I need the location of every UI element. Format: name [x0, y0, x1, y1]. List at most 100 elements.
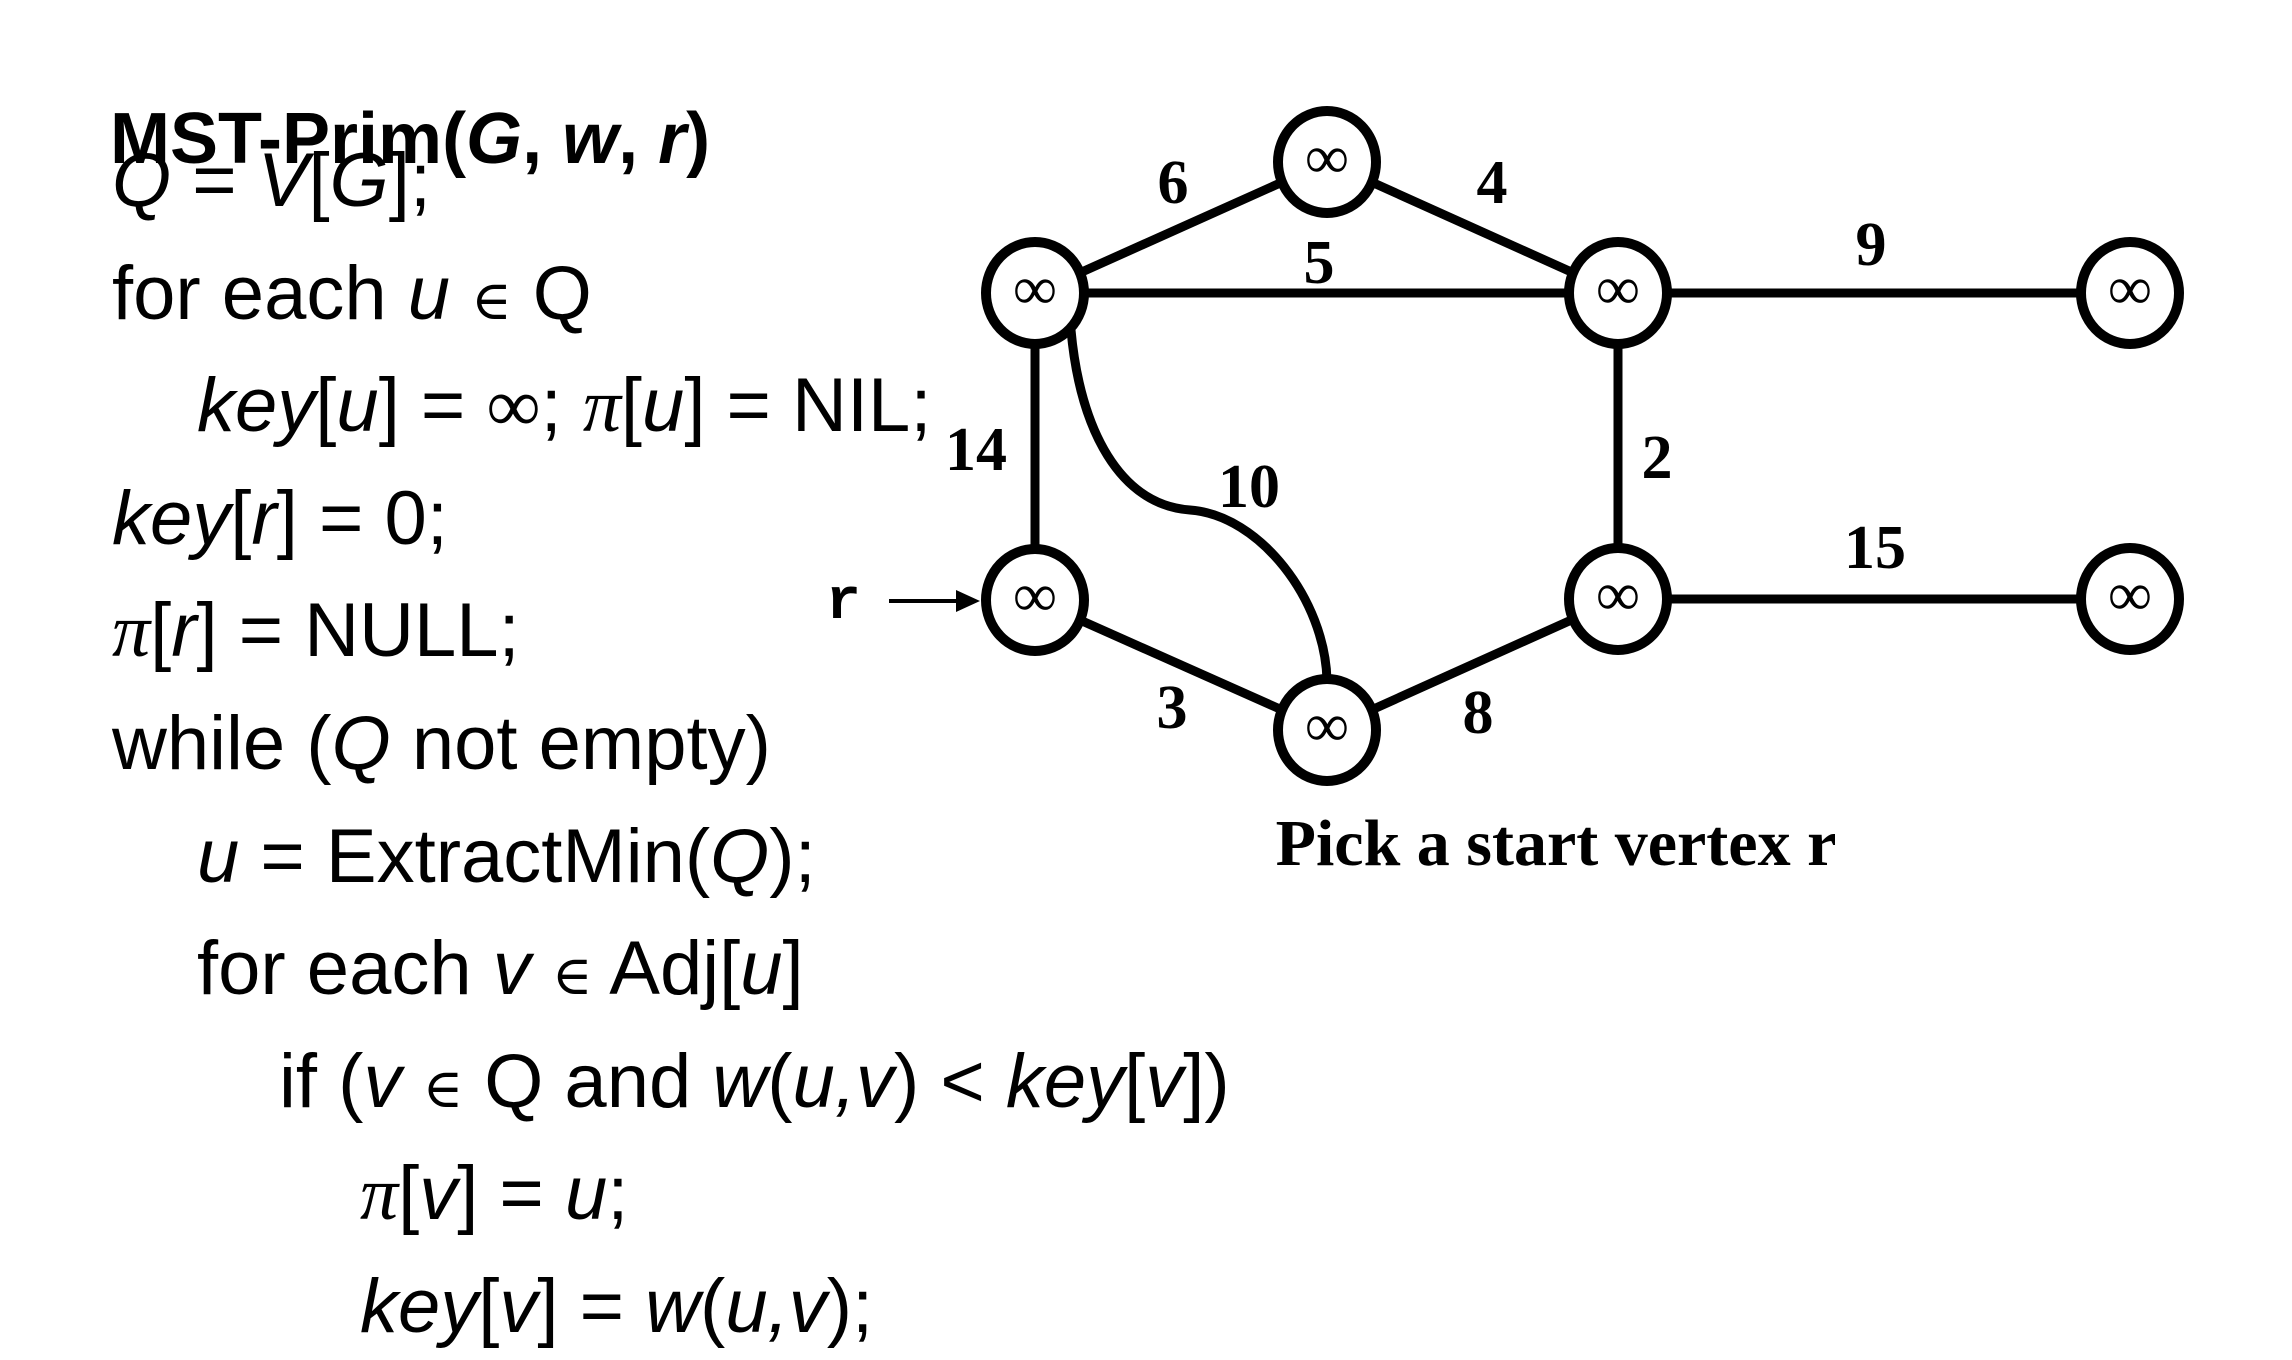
- vertex-circle: [2076, 543, 2184, 655]
- edges-layer: [1030, 157, 2130, 735]
- code-token: Q: [112, 138, 172, 223]
- vertex-lower-middle: ∞: [1564, 543, 1672, 655]
- vertex-key-label: ∞: [1305, 692, 1349, 760]
- start-vertex-label: r: [826, 571, 861, 636]
- code-token: );: [826, 1264, 874, 1349]
- edge-weight-label: 2: [1642, 424, 1673, 492]
- edge-weight-label: 10: [1218, 453, 1280, 521]
- edge-weight-label: 9: [1856, 211, 1887, 279]
- code-token: Q: [331, 701, 391, 786]
- code-token: v: [492, 926, 531, 1011]
- vertex-circle: [1564, 543, 1672, 655]
- vertex-circle: [2076, 237, 2184, 349]
- code-token: while (: [112, 701, 332, 786]
- pseudocode-line: key[v] = w(u,v);: [360, 1269, 873, 1345]
- pseudocode-line: key[u] = ∞; π[u] = NIL;: [197, 368, 931, 445]
- edge-weight-label: 5: [1304, 229, 1335, 297]
- code-token: u: [740, 926, 783, 1011]
- pseudocode-line: u = ExtractMin(Q);: [197, 819, 816, 895]
- vertex-key-label: ∞: [2108, 255, 2152, 323]
- code-token: key: [197, 363, 316, 448]
- code-token: ] =: [378, 363, 487, 448]
- infinity-symbol: ∞: [486, 364, 541, 448]
- code-token: Q: [710, 814, 770, 899]
- title-close-paren: ): [686, 99, 711, 179]
- code-token: r: [171, 588, 197, 673]
- vertex-top: ∞: [1273, 106, 1381, 218]
- code-token: u: [642, 363, 685, 448]
- vertex-circle: [1564, 237, 1672, 349]
- code-token: ;: [607, 1151, 629, 1236]
- code-token: v: [499, 1264, 538, 1349]
- code-token: =: [171, 138, 258, 223]
- element-of-symbol: ∈: [551, 943, 593, 1007]
- vertex-upper-middle: ∞: [1564, 237, 1672, 349]
- vertex-key-label: ∞: [1013, 562, 1057, 630]
- title-separator: ,: [522, 99, 563, 179]
- code-token: (: [700, 1264, 726, 1349]
- title-name: MST-Prim(: [110, 99, 467, 179]
- vertex-circle: [1273, 674, 1381, 786]
- edge-weight-label: 15: [1844, 514, 1906, 582]
- vertex-bottom: ∞: [1273, 674, 1381, 786]
- code-token: ] = NIL;: [684, 363, 932, 448]
- code-token: [: [620, 363, 643, 448]
- code-token: ]: [782, 926, 804, 1011]
- edge-weight-label: 8: [1463, 679, 1494, 747]
- code-token: u: [407, 251, 451, 336]
- title-param-w: w: [562, 99, 619, 179]
- code-token: ] =: [537, 1264, 646, 1349]
- code-token: v: [1145, 1039, 1184, 1124]
- pseudocode-line: if (v ∈ Q and w(u,v) < key[v]): [279, 1044, 1230, 1120]
- code-token: );: [769, 814, 816, 899]
- code-token: not empty): [390, 701, 771, 786]
- code-token: (: [767, 1039, 793, 1124]
- code-token: [: [230, 476, 252, 561]
- code-token: ] = 0;: [276, 476, 448, 561]
- pseudocode-panel: MST-Prim(G, w, r) Q = V[G];for each u ∈ …: [30, 31, 1230, 1345]
- code-token: [: [308, 138, 330, 223]
- code-token: key: [112, 476, 231, 561]
- code-token: = ExtractMin(: [239, 814, 711, 899]
- graph-caption: Pick a start vertex r: [1276, 807, 1837, 880]
- code-token: v: [363, 1039, 402, 1124]
- pseudocode-line: for each v ∈ Adj[u]: [197, 931, 804, 1007]
- code-token: V: [257, 138, 309, 223]
- code-token: [: [398, 1151, 420, 1236]
- pi-symbol: π: [112, 589, 151, 673]
- code-token: for each: [197, 926, 493, 1011]
- code-token: key: [1005, 1039, 1125, 1124]
- vertex-key-label: ∞: [2108, 561, 2152, 629]
- pseudocode-line: π[r] = NULL;: [112, 593, 520, 670]
- code-token: u: [197, 814, 240, 899]
- code-token: v: [419, 1151, 458, 1236]
- vertex-key-label: ∞: [1013, 255, 1057, 323]
- vertex-key-label: ∞: [1596, 561, 1640, 629]
- pseudocode-line: π[v] = u;: [360, 1156, 628, 1233]
- code-token: w: [645, 1264, 701, 1349]
- pseudocode-line: key[r] = 0;: [112, 481, 448, 557]
- code-token: [: [1124, 1039, 1146, 1124]
- vertex-upper-left: ∞: [981, 237, 1089, 349]
- code-token: ] = NULL;: [196, 588, 520, 673]
- code-token: ] =: [457, 1151, 565, 1236]
- vertex-lower-right: ∞: [2076, 543, 2184, 655]
- code-token: for each: [112, 251, 408, 336]
- pseudocode-line: while (Q not empty): [112, 706, 771, 782]
- code-token: r: [251, 476, 277, 561]
- code-token: Q: [511, 251, 592, 336]
- title-param-g: G: [466, 99, 523, 179]
- pi-symbol: π: [360, 1152, 399, 1236]
- edge-weight-label: 6: [1158, 149, 1189, 217]
- edge-upper-left-bottom: [1066, 329, 1332, 681]
- code-token: ]): [1183, 1039, 1230, 1124]
- element-of-symbol: ∈: [422, 1056, 464, 1120]
- code-token: u,v: [725, 1264, 827, 1349]
- code-token: [: [478, 1264, 500, 1349]
- algorithm-title: MST-Prim(G, w, r): [30, 31, 710, 247]
- title-separator: ,: [618, 99, 659, 179]
- code-token: Q and: [463, 1039, 713, 1124]
- code-token: ) <: [893, 1039, 1006, 1124]
- code-token: [: [150, 588, 172, 673]
